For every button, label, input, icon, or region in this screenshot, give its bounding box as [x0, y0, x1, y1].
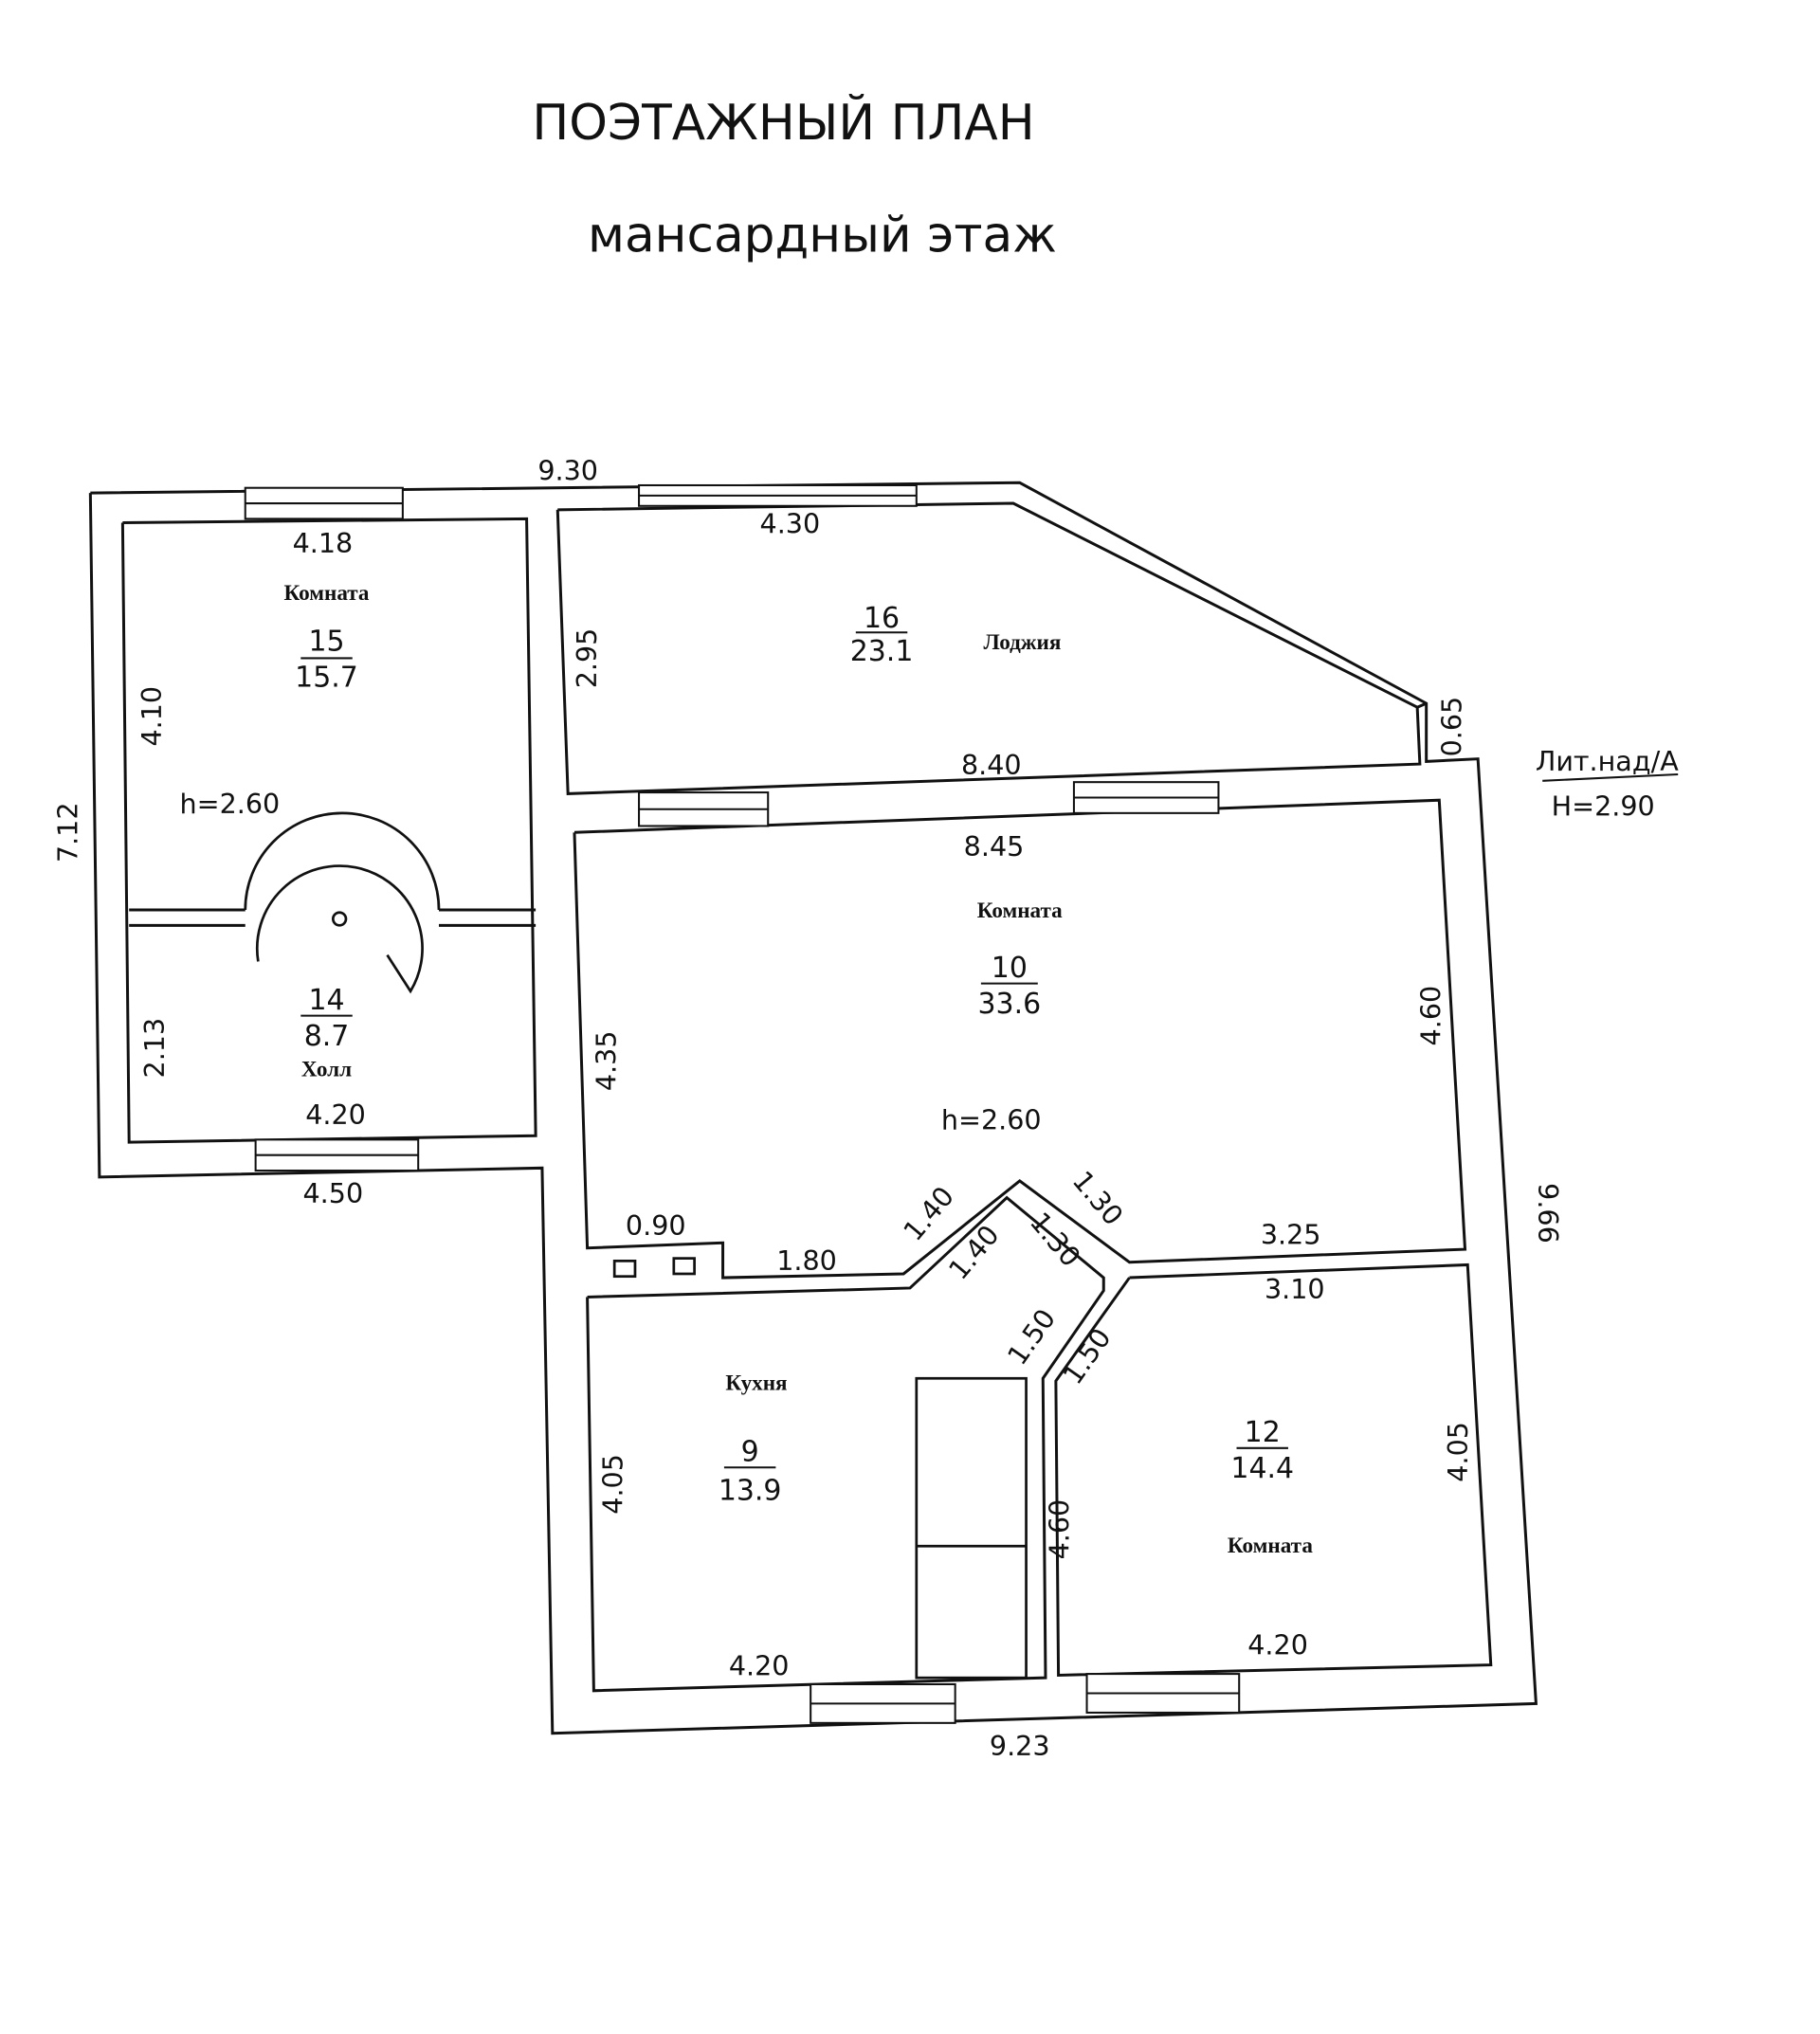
dimension-label: 3.10 [1265, 1273, 1325, 1305]
dimension-label: 1.40 [942, 1219, 1006, 1286]
straight-stair [915, 1376, 1028, 1680]
dimension-label: 4.18 [293, 527, 354, 559]
dimension-label: 4.10 [136, 686, 168, 747]
dimension-label: 4.30 [760, 507, 821, 539]
dimension-label: 8.40 [961, 749, 1022, 781]
dimension-label: 4.20 [729, 1649, 790, 1681]
room-area: 8.7 [304, 1020, 350, 1053]
dimension-label: 2.13 [138, 1018, 171, 1079]
windows [244, 483, 1241, 1724]
walls [88, 481, 1538, 1735]
litera-label: Лит.над/А [1536, 745, 1679, 777]
room-area: 33.6 [978, 988, 1042, 1021]
ceiling-height: h=2.60 [941, 1103, 1042, 1135]
dimension-label: 4.35 [591, 1030, 623, 1091]
dimension-label: 4.60 [1415, 986, 1447, 1046]
room-area: 15.7 [295, 661, 358, 694]
room-labels: Комната 15 15.7 16 23.1 Лоджия 14 8.7 Хо… [284, 581, 1314, 1558]
dimension-label: 1.30 [1024, 1206, 1087, 1273]
room-number: 16 [864, 602, 900, 635]
dimensions: 9.30 4.18 4.30 4.10 2.95 7.12 0.65 8.40 … [52, 455, 1564, 1762]
dimension-label: 4.05 [1442, 1422, 1474, 1482]
dimension-label: 0.90 [626, 1209, 686, 1242]
room-number: 12 [1245, 1416, 1281, 1449]
dimension-label: 7.12 [52, 802, 84, 863]
dimension-label: 4.05 [596, 1454, 628, 1515]
dimension-label: 0.65 [1435, 697, 1467, 757]
litera-height: H=2.90 [1552, 790, 1655, 823]
dimension-label: 8.45 [964, 830, 1025, 863]
dimension-label: 1.80 [776, 1244, 837, 1277]
room-name: Лоджия [984, 630, 1062, 655]
room-number: 10 [992, 952, 1028, 985]
dimension-label: 9.66 [1532, 1183, 1564, 1244]
plan-subtitle: мансардный этаж [588, 208, 1057, 264]
dimension-label: 9.23 [990, 1730, 1050, 1762]
dimension-label: 9.30 [537, 455, 598, 487]
dimension-label: 4.60 [1043, 1499, 1075, 1560]
room-name: Кухня [725, 1371, 787, 1396]
plan-title: ПОЭТАЖНЫЙ ПЛАН [532, 94, 1034, 152]
spiral-stair [244, 811, 441, 994]
room-name: Комната [284, 581, 370, 606]
room-area: 13.9 [719, 1474, 782, 1507]
dimension-label: 3.25 [1261, 1219, 1321, 1251]
ceiling-height: h=2.60 [180, 788, 281, 820]
vent-icons [612, 1257, 696, 1279]
dimension-label: 4.20 [305, 1099, 366, 1131]
room-name: Комната [977, 899, 1063, 923]
room-number: 9 [741, 1435, 759, 1468]
room-area: 14.4 [1230, 1452, 1294, 1485]
dimension-label: 1.50 [1001, 1303, 1062, 1371]
room-number: 14 [308, 984, 344, 1017]
room-area: 23.1 [850, 635, 914, 668]
dimension-label: 4.20 [1247, 1629, 1308, 1662]
room-name: Холл [301, 1058, 352, 1082]
room-name: Комната [1228, 1534, 1313, 1558]
dimension-label: 1.50 [1056, 1322, 1117, 1390]
dimension-label: 4.50 [303, 1177, 364, 1209]
dimension-label: 2.95 [571, 628, 603, 689]
room-number: 15 [308, 625, 344, 658]
